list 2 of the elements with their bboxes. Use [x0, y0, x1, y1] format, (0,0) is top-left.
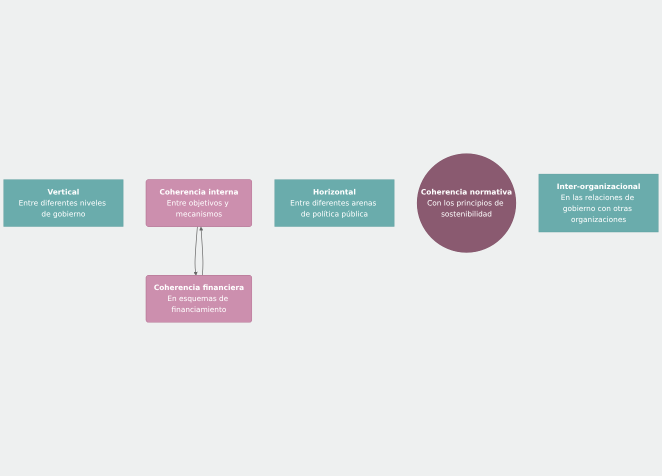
arrow — [194, 226, 198, 276]
arrow — [199, 226, 204, 276]
